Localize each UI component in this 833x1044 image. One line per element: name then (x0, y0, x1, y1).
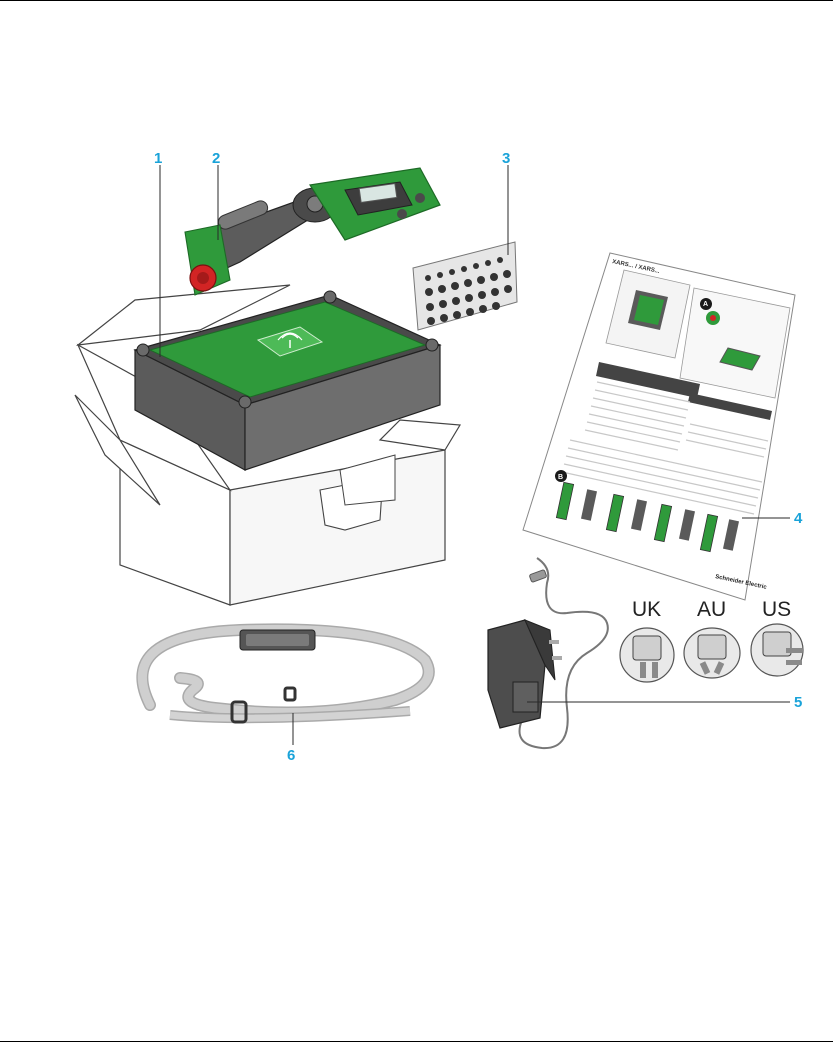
plug-adapter-uk (620, 628, 674, 682)
callout-6: 6 (287, 747, 295, 764)
callout-2: 2 (212, 150, 220, 167)
instruction-leaflet (523, 253, 795, 600)
footer-rule (0, 1041, 833, 1042)
leaflet-section-a: A (703, 301, 708, 308)
callout-3: 3 (502, 150, 510, 167)
callout-4: 4 (794, 510, 803, 527)
plug-label-uk: UK (632, 598, 661, 621)
plug-adapter-au (684, 628, 740, 678)
plug-adapter-us (751, 624, 803, 676)
handheld-remote (185, 168, 440, 295)
plug-label-us: US (762, 598, 791, 621)
label-sheet (413, 242, 517, 330)
plug-label-au: AU (697, 598, 726, 621)
callout-5: 5 (794, 694, 802, 711)
power-supply (488, 558, 608, 748)
callout-1: 1 (154, 150, 162, 167)
leaflet-section-b: B (558, 474, 563, 481)
shoulder-strap (142, 629, 428, 722)
